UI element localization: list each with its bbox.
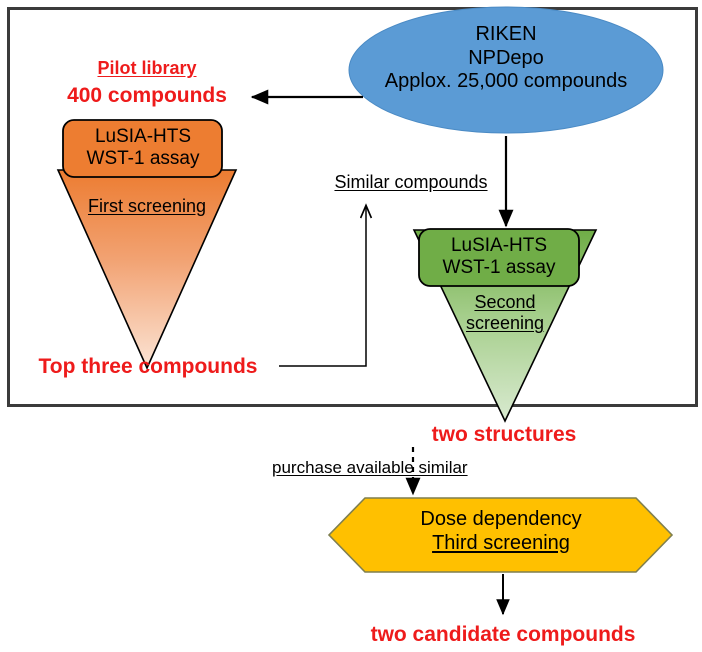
first-assay-line-2: WST-1 assay (86, 148, 200, 170)
first-screening-assay-label: LuSIA-HTS WST-1 assay (87, 126, 200, 171)
first-screening-stage-label: First screening (87, 196, 207, 216)
third-screening-label: Dose dependency Third screening (420, 508, 581, 555)
second-stage-line-2: screening (465, 313, 545, 334)
third-screening-edge-label: purchase available similar (272, 458, 468, 477)
first-assay-line-1: LuSIA-HTS (94, 126, 192, 147)
pilot-library-heading: Pilot library (97, 58, 197, 78)
third-box-line-1: Dose dependency (420, 508, 582, 530)
pilot-library-count: 400 compounds (67, 84, 227, 107)
feedback-label: Similar compounds (334, 172, 488, 192)
source-label: RIKEN NPDepo Applox. 25,000 compounds (385, 23, 627, 94)
source-line-1: RIKEN (475, 23, 537, 45)
first-screening-output: Top three compounds (38, 355, 258, 378)
source-line-3: Applox. 25,000 compounds (384, 70, 628, 93)
third-box-line-2: Third screening (432, 531, 570, 554)
second-screening-stage-label: Second screening (466, 292, 544, 334)
second-assay-line-1: LuSIA-HTS (450, 235, 548, 256)
third-screening-output: two candidate compounds (370, 623, 636, 646)
arrow-feedback-similar (279, 206, 366, 367)
second-assay-line-2: WST-1 assay (442, 257, 556, 279)
second-screening-assay-label: LuSIA-HTS WST-1 assay (443, 235, 556, 280)
second-screening-output: two structures (431, 423, 577, 446)
second-stage-line-1: Second (474, 292, 536, 312)
source-line-2: NPDepo (468, 46, 544, 69)
